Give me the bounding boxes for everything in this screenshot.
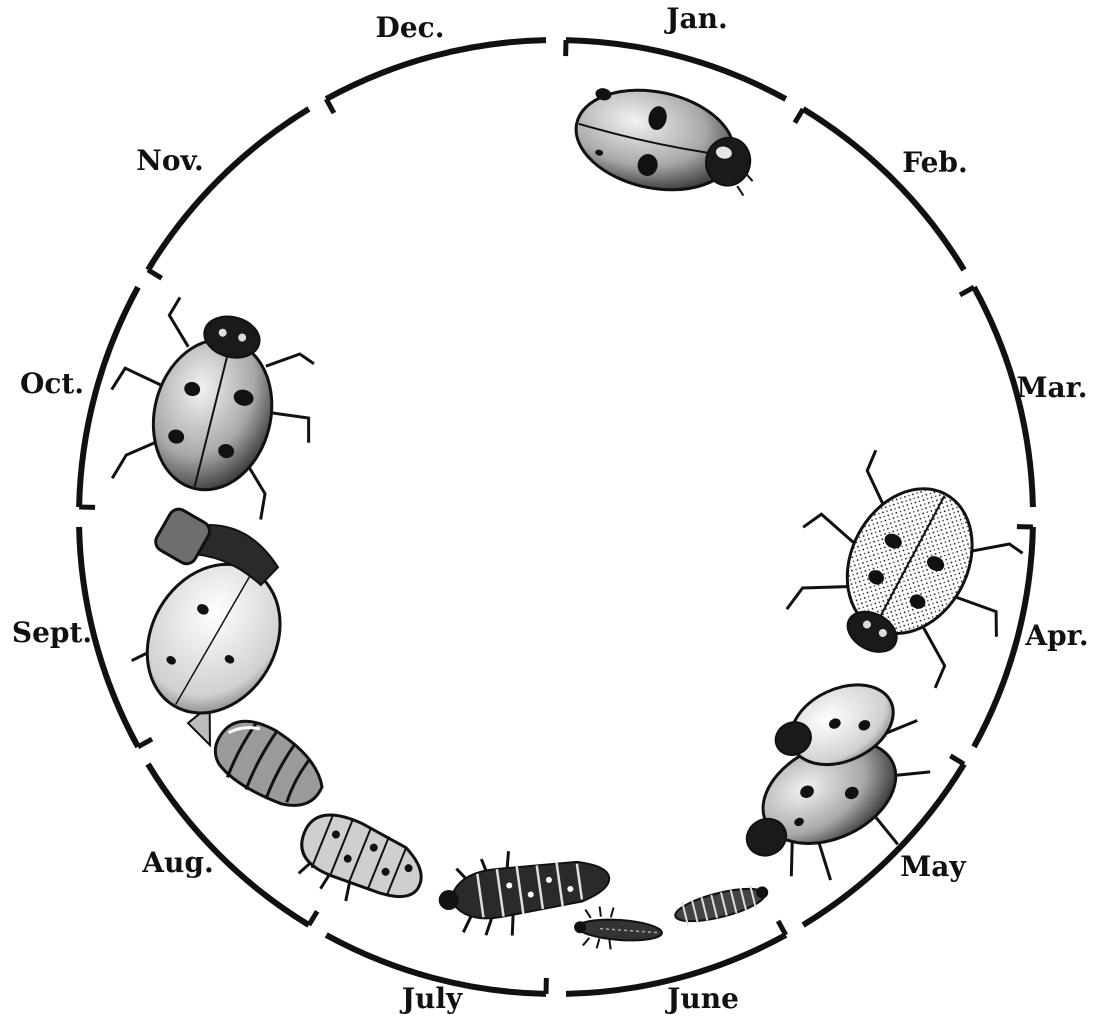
month-label-mar: Mar. — [1016, 371, 1087, 404]
small-larva-icon — [573, 905, 664, 953]
month-arc-oct — [79, 287, 138, 507]
month-label-july: July — [399, 982, 463, 1015]
month-tick-feb — [795, 109, 803, 123]
month-label-feb: Feb. — [902, 146, 968, 179]
month-label-aug: Aug. — [141, 846, 213, 879]
month-label-apr: Apr. — [1024, 619, 1088, 652]
month-tick-sept — [138, 739, 152, 747]
medium-larva-icon — [672, 881, 771, 928]
pupa-icon — [204, 709, 336, 821]
month-label-sept: Sept. — [12, 616, 92, 649]
month-arc-feb — [803, 109, 964, 270]
month-tick-mar — [960, 287, 974, 295]
month-tick-june — [778, 921, 786, 935]
month-tick-nov — [148, 270, 162, 278]
month-label-oct: Oct. — [20, 367, 84, 400]
month-arc-apr — [974, 527, 1033, 747]
month-label-nov: Nov. — [136, 144, 203, 177]
month-arc-dec — [326, 40, 546, 99]
adult-beetle-autumn-icon — [90, 287, 335, 527]
month-arc-nov — [148, 109, 309, 270]
month-label-jan: Jan. — [663, 2, 728, 35]
month-label-dec: Dec. — [376, 11, 445, 44]
month-tick-may — [950, 756, 964, 764]
adult-beetle-icon — [567, 76, 767, 208]
month-tick-aug — [309, 911, 317, 925]
adult-beetle-walking-icon — [766, 437, 1047, 702]
month-label-may: May — [900, 850, 966, 883]
month-tick-dec — [326, 99, 334, 113]
prepupa-larva-icon — [286, 805, 433, 925]
month-label-june: June — [664, 982, 739, 1015]
emerging-beetle-icon — [80, 497, 320, 751]
